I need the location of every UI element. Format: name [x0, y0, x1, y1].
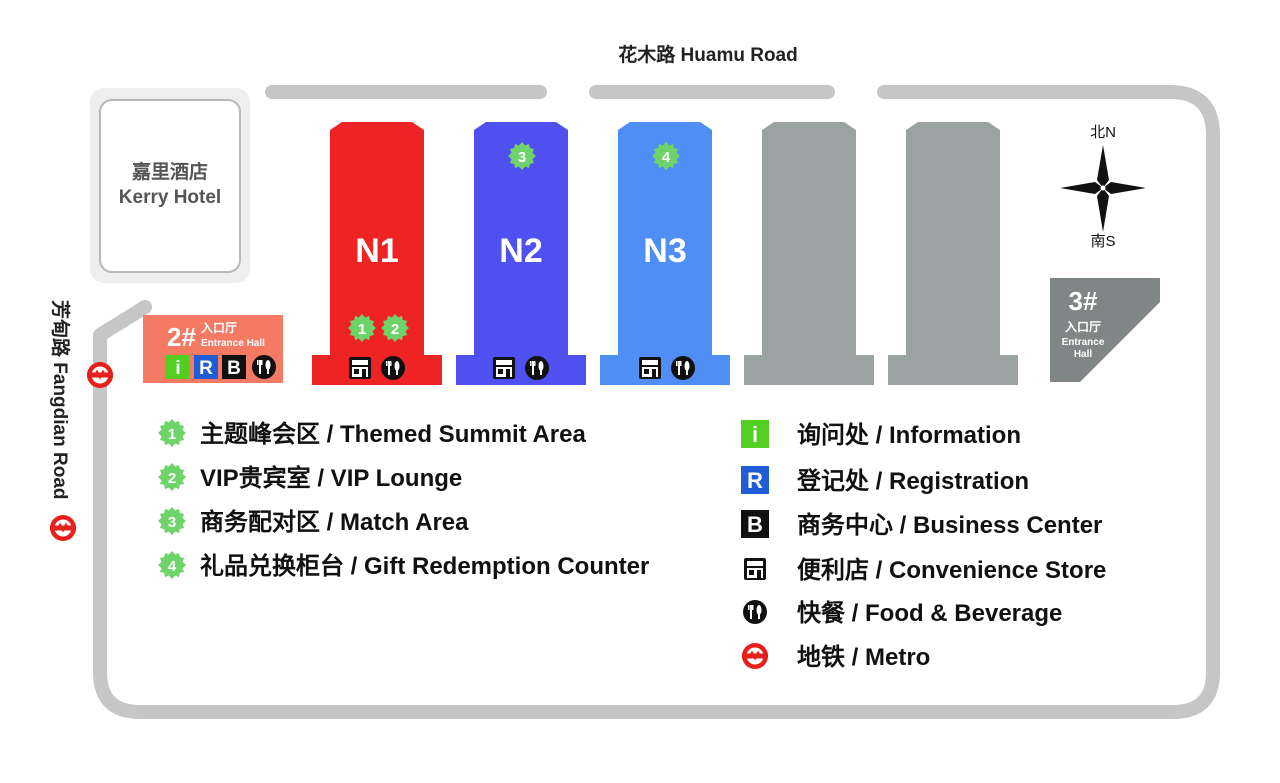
registration-icon-glyph: R — [199, 358, 213, 379]
compass-west-arrow — [1060, 182, 1103, 194]
hotel-name-cn: 嘉里酒店 — [131, 160, 208, 183]
entrance-3-number: 3# — [1069, 286, 1098, 316]
zone-marker-number: 2 — [168, 470, 176, 487]
business-center-icon — [222, 355, 246, 379]
hall-unnamed-5 — [888, 122, 1018, 385]
entrance-2-number: 2# — [167, 322, 196, 352]
registration-icon — [194, 355, 218, 379]
compass-rose: 北N 南S — [1060, 124, 1146, 250]
legend-facility-label: 商务中心 / Business Center — [797, 511, 1102, 539]
compass-north-label: 北N — [1090, 124, 1116, 141]
business-center-icon: B — [741, 510, 769, 538]
entrance-3-label-cn: 入口厅 — [1065, 320, 1101, 334]
hall-n3 — [600, 122, 730, 385]
zone-marker-number: 2 — [391, 321, 399, 338]
compass-east-arrow — [1103, 182, 1146, 194]
legend-zone-label: 主题峰会区 / Themed Summit Area — [200, 420, 586, 448]
hotel-name-en: Kerry Hotel — [119, 187, 221, 208]
zone-marker-number: 4 — [662, 149, 671, 166]
registration-icon: R — [741, 466, 769, 494]
legend-facility-label: 询问处 / Information — [797, 422, 1021, 449]
info-icon-glyph: i — [175, 358, 180, 379]
entrance-2-label-en: Entrance Hall — [201, 338, 265, 349]
food-beverage-icon — [525, 356, 549, 380]
food-beverage-icon — [381, 356, 405, 380]
entrance-hall-3: 3# 入口厅 Entrance Hall — [1050, 278, 1160, 382]
hall-n2 — [456, 122, 586, 385]
food-beverage-icon — [743, 600, 767, 624]
exhibition-halls: N1 N2 N3 — [312, 122, 1018, 385]
kerry-hotel: 嘉里酒店 Kerry Hotel — [90, 88, 250, 283]
legend-facility-label: 登记处 / Registration — [796, 468, 1029, 495]
legend-zone-label: 商务配对区 / Match Area — [200, 508, 469, 536]
compass-north-arrow — [1097, 145, 1109, 188]
food-beverage-icon — [252, 355, 276, 379]
entrance-3-label-en-2: Hall — [1074, 349, 1093, 360]
entrance-hall-3-shape — [1050, 278, 1160, 382]
convenience-store-icon — [493, 357, 515, 379]
zone-marker-number: 3 — [518, 149, 526, 166]
legend-zones: 1 主题峰会区 / Themed Summit Area 2 VIP贵宾室 / VIP… — [158, 419, 649, 580]
entrance-2-label-cn: 入口厅 — [201, 321, 237, 335]
info-icon-glyph: i — [752, 422, 758, 447]
info-icon — [166, 355, 190, 379]
road-label-north: 花木路 Huamu Road — [618, 43, 797, 66]
convenience-store-icon — [744, 558, 766, 580]
hall-n1-markers: 1 2 — [348, 314, 409, 380]
zone-marker-number: 1 — [358, 321, 366, 338]
road-label-west: 芳甸路 Fangdian Road — [49, 300, 72, 500]
metro-icon — [48, 513, 78, 543]
business-center-icon-glyph: B — [747, 512, 763, 537]
legend-facility-label: 快餐 / Food & Beverage — [797, 600, 1062, 627]
legend-facility-label: 便利店 / Convenience Store — [797, 557, 1106, 584]
hall-label: N1 — [355, 232, 398, 270]
food-beverage-icon — [671, 356, 695, 380]
road-network — [93, 85, 1220, 719]
convenience-store-icon — [349, 357, 371, 379]
hall-label: N3 — [643, 232, 686, 270]
metro-icon — [740, 641, 770, 671]
hall-n3-markers: 4 — [639, 142, 695, 380]
entrance-3-label-en: Entrance — [1062, 337, 1105, 348]
compass-south-label: 南S — [1090, 233, 1115, 250]
zone-marker-number: 4 — [168, 558, 177, 575]
legend-facility-label: 地铁 / Metro — [797, 644, 930, 671]
hall-n2-markers: 3 — [493, 142, 549, 380]
convenience-store-icon — [639, 357, 661, 379]
entrance-hall-2: 2# 入口厅 Entrance Hall i R B — [143, 315, 283, 383]
legend-zone-label: 礼品兑换柜台 / Gift Redemption Counter — [200, 552, 649, 580]
hall-unnamed-4 — [744, 122, 874, 385]
business-center-icon-glyph: B — [227, 358, 241, 379]
hall-n1 — [312, 122, 442, 385]
legend-zone-label: VIP贵宾室 / VIP Lounge — [200, 464, 462, 492]
metro-icon — [85, 360, 115, 390]
info-icon: i — [741, 420, 769, 448]
zone-marker-number: 3 — [168, 514, 176, 531]
registration-icon-glyph: R — [747, 468, 763, 493]
hall-label: N2 — [499, 232, 542, 270]
compass-south-arrow — [1097, 188, 1109, 232]
zone-marker-number: 1 — [168, 426, 176, 443]
road-perimeter — [93, 85, 1220, 719]
